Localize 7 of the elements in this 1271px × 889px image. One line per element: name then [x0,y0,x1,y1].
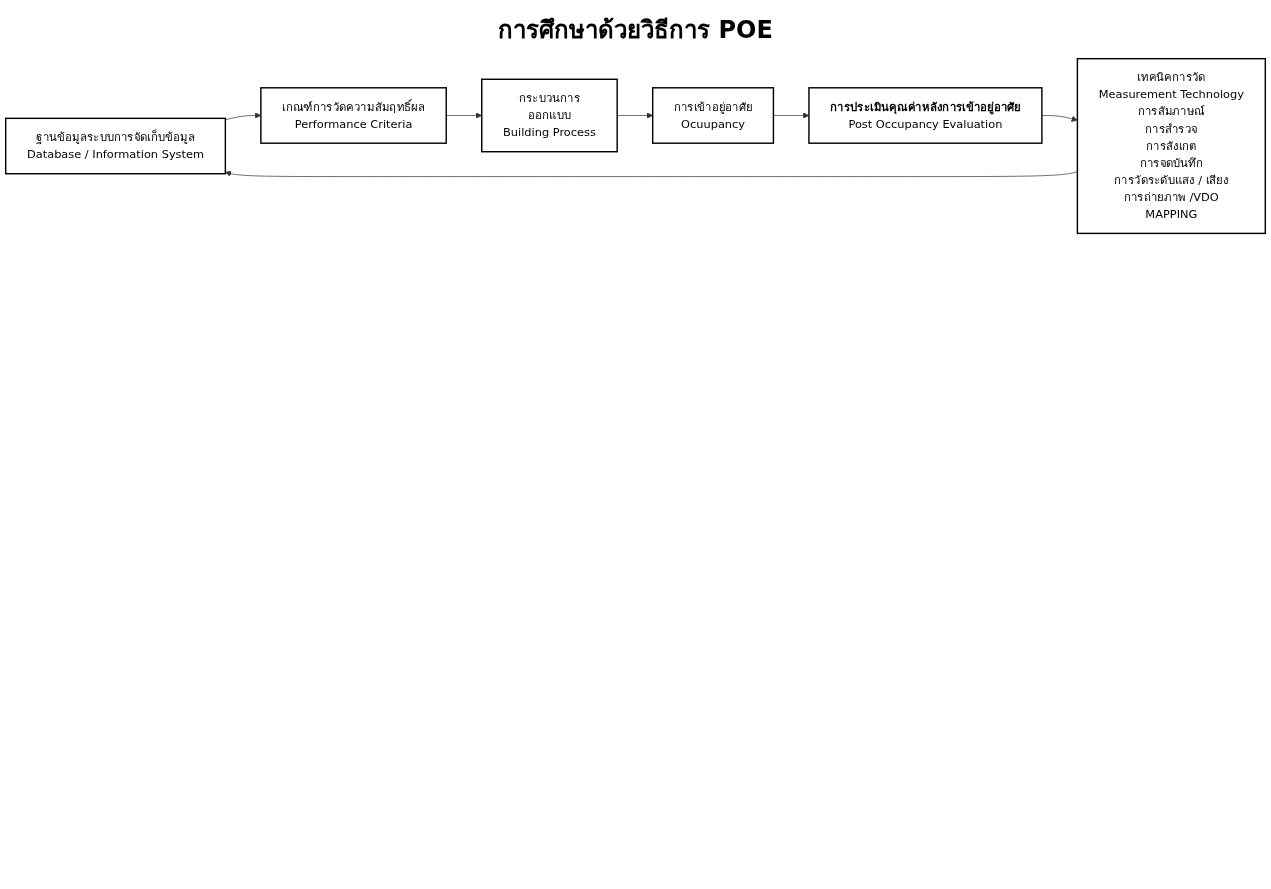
node-box: การประเมินคุณค่าหลังการเข้าอยู่อาศัย Post Occupancy Evaluation [808,87,1043,144]
node-box: กระบวนการ ออกแบบ Building Process [481,78,618,153]
node-box: การเข้าอยู่อาศัย Ocuupancy [652,87,775,144]
diagram-title: การศึกษาด้วยวิธีการ POE [497,15,774,46]
node-box: เกณฑ์การวัดความสัมฤทธิ์ผล Performance Criteria [260,87,447,144]
node-box: เทคนิคการวัด Measurement Technology การสัมภาษณ์ การสำรวจ การสังเกต การจดบันทึก การวัดระดับแสง / เสียง การถ่ายภาพ /VDO MAPPING [1076,57,1266,235]
node-box: ฐานข้อมูลระบบการจัดเก็บข้อมูล Database / Information System [5,117,227,175]
